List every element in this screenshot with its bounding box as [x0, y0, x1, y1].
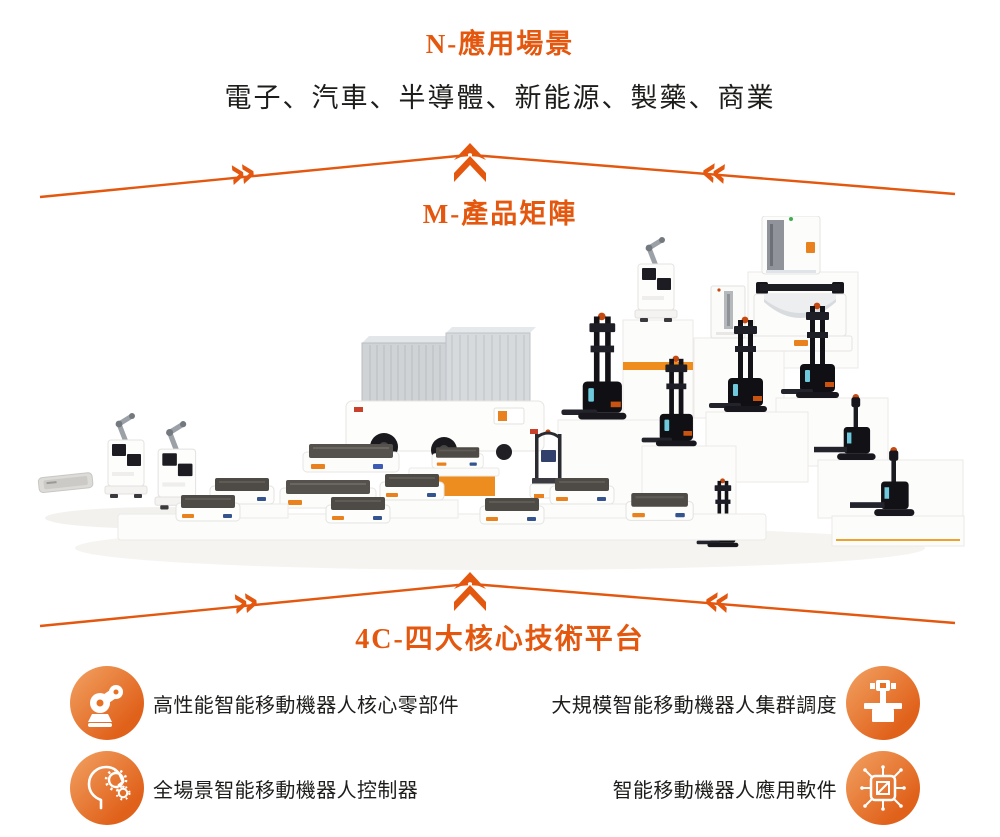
shuttle-robot — [379, 473, 445, 501]
shuttle-robot — [479, 497, 545, 525]
chevron-right-icon: » — [229, 575, 262, 628]
pedestal-orange-stripe — [623, 362, 693, 370]
arrow-up-icon — [454, 585, 486, 611]
ai-brain-icon — [70, 751, 144, 825]
shuttle-robot — [625, 492, 694, 521]
core-item-fleet-scheduling: 大規模智能移動機器人集群調度 — [551, 666, 920, 740]
cabinet-robot — [761, 216, 821, 275]
core-item-label: 智能移動機器人應用軟件 — [612, 779, 837, 802]
chevron-left-icon: « — [698, 145, 730, 198]
core-item-label: 全場景智能移動機器人控制器 — [153, 779, 419, 802]
mobile-manipulator-robot — [105, 413, 147, 498]
core-item-software: 智能移動機器人應用軟件 — [613, 751, 920, 825]
forklift-robot — [561, 312, 627, 420]
product-matrix-title: M-產品矩陣 — [422, 199, 578, 229]
core-item-label: 高性能智能移動機器人核心零部件 — [153, 694, 459, 717]
chevron-left-icon: « — [701, 574, 733, 627]
applications-title: N-應用場景 — [425, 29, 575, 59]
chip-icon — [846, 751, 920, 825]
divider-line-right — [471, 582, 956, 625]
divider-line-right — [471, 153, 956, 196]
chevron-right-icon: » — [226, 146, 259, 199]
core-item-label: 大規模智能移動機器人集群調度 — [551, 694, 837, 717]
lift-robot-icon — [846, 666, 920, 740]
arrow-up-icon — [454, 572, 486, 589]
divider-upper: » « — [39, 143, 956, 199]
shuttle-robot — [549, 477, 615, 505]
divider-line-left — [39, 153, 469, 199]
core-item-controller: 全場景智能移動機器人控制器 — [70, 751, 418, 825]
slim-agv-robot — [37, 471, 94, 494]
robot-arm-icon — [70, 666, 144, 740]
core-item-components: 高性能智能移動機器人核心零部件 — [70, 666, 459, 740]
pedestal-block — [831, 515, 965, 547]
product-matrix-image — [37, 216, 965, 570]
core-platforms-title: 4C-四大核心技術平台 — [355, 624, 645, 655]
arrow-up-icon — [454, 156, 486, 182]
container-truck-agv — [345, 326, 545, 464]
shuttle-robot — [431, 446, 484, 469]
divider-line-left — [39, 582, 469, 628]
shuttle-robot — [325, 496, 391, 524]
divider-lower: » « — [39, 572, 956, 628]
shuttle-robot — [175, 494, 241, 522]
arrow-up-icon — [454, 143, 486, 160]
mobile-manipulator-robot — [635, 237, 677, 322]
flat-agv-robot — [302, 443, 400, 473]
applications-industries: 電子、汽車、半導體、新能源、製藥、商業 — [224, 83, 776, 113]
riser-block — [535, 503, 629, 519]
